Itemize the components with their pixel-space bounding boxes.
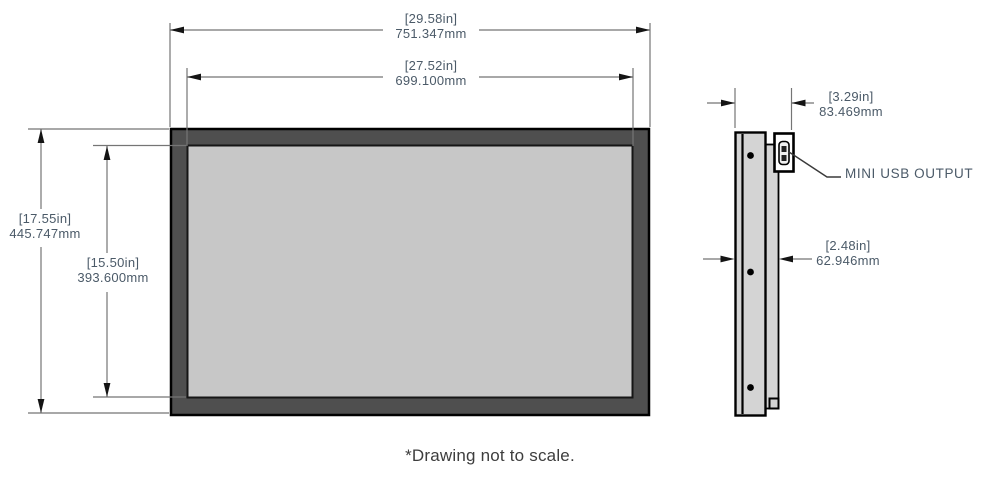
dim-outer-height-inches: [17.55in]	[18, 211, 72, 226]
arrowhead-right-icon	[636, 26, 650, 34]
dim-screen-width	[186, 68, 634, 146]
mini-usb-output-label: MINI USB OUTPUT	[845, 166, 974, 181]
dim-depth-total-mm: 83.469mm	[819, 103, 883, 119]
dim-depth-body-mm: 62.946mm	[816, 252, 880, 268]
arrowhead-up-icon	[103, 146, 111, 160]
dim-depth-body	[703, 255, 812, 263]
arrowhead-right-icon	[721, 99, 735, 107]
side-view-back-plate	[764, 143, 780, 410]
dim-outer-width-label: [29.58in] 751.347mm	[356, 11, 506, 41]
dim-depth-total-label: [3.29in] 83.469mm	[812, 89, 890, 119]
arrowhead-left-icon	[187, 73, 201, 81]
dim-screen-height	[93, 144, 186, 398]
dim-outer-width-mm: 751.347mm	[395, 25, 467, 41]
usb-connector-port	[778, 140, 790, 166]
mounting-hole	[747, 384, 754, 391]
dim-outer-height-mm: 445.747mm	[9, 225, 81, 241]
arrowhead-left-icon	[779, 255, 793, 263]
dim-screen-width-label: [27.52in] 699.100mm	[356, 58, 506, 88]
arrowhead-right-icon	[720, 255, 735, 263]
dim-outer-width-inches: [29.58in]	[404, 11, 458, 26]
dim-outer-width	[169, 23, 651, 127]
dim-depth-body-inches: [2.48in]	[825, 238, 871, 253]
arrowhead-up-icon	[37, 129, 45, 143]
dim-screen-width-mm: 699.100mm	[395, 72, 467, 88]
dim-screen-height-label: [15.50in] 393.600mm	[70, 255, 156, 285]
mounting-hole	[747, 152, 754, 159]
usb-connector-pin	[781, 146, 787, 152]
dim-outer-height-label: [17.55in] 445.747mm	[2, 211, 88, 241]
dim-depth-total-inches: [3.29in]	[828, 89, 874, 104]
mounting-hole	[747, 268, 754, 276]
dim-screen-height-inches: [15.50in]	[86, 255, 140, 270]
arrowhead-right-icon	[619, 73, 633, 81]
dim-screen-height-mm: 393.600mm	[77, 269, 149, 285]
not-to-scale-note: *Drawing not to scale.	[405, 446, 575, 465]
dim-outer-height	[28, 128, 169, 414]
leader-line-mini-usb	[788, 151, 841, 178]
front-view-screen	[186, 144, 634, 399]
arrowhead-left-icon	[170, 26, 184, 34]
dim-screen-width-inches: [27.52in]	[404, 58, 458, 73]
arrowhead-down-icon	[103, 383, 111, 397]
dim-depth-body-label: [2.48in] 62.946mm	[808, 238, 888, 268]
side-view-bottom-step	[768, 397, 780, 410]
arrowhead-left-icon	[791, 99, 806, 107]
arrowhead-down-icon	[37, 399, 45, 413]
dim-depth-total	[707, 88, 814, 130]
usb-connector-pin	[781, 155, 787, 161]
